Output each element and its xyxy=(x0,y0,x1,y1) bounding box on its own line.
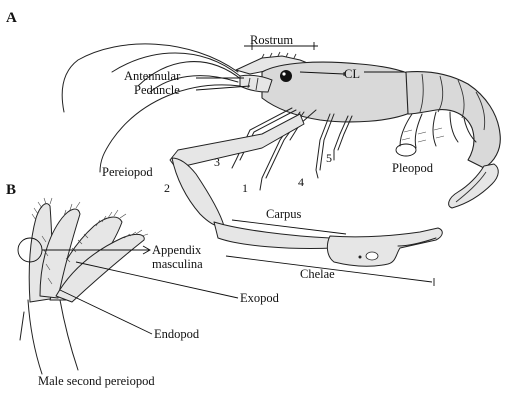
figure-caption-b: Male second pereiopod xyxy=(38,374,155,388)
appendix-label: Appendix xyxy=(152,243,202,257)
endopod-label: Endopod xyxy=(154,327,200,341)
carpus-shape xyxy=(214,222,334,249)
leg-number-2: 2 xyxy=(164,181,170,195)
rostrum-label: Rostrum xyxy=(250,33,293,47)
masculina-label: masculina xyxy=(152,257,203,271)
eye-shape xyxy=(280,70,292,82)
panel-letter-b: B xyxy=(6,182,16,198)
pleopod-label: Pleopod xyxy=(392,161,434,175)
leg-number-4: 4 xyxy=(298,175,304,189)
pereiopod-label: Pereiopod xyxy=(102,165,153,179)
chelae-label: Chelae xyxy=(300,267,335,281)
cl-label: CL xyxy=(344,67,360,81)
peduncle-label: Peduncle xyxy=(134,83,180,97)
exopod-label: Exopod xyxy=(240,291,280,305)
antennular-label: Antennular xyxy=(124,69,181,83)
panel-letter-a: A xyxy=(6,10,17,26)
leg-number-1: 1 xyxy=(242,181,248,195)
male-pereiopod-drawing xyxy=(18,198,148,374)
carpus-label: Carpus xyxy=(266,207,302,221)
leg-number-5: 5 xyxy=(326,151,332,165)
leg-number-3: 3 xyxy=(214,155,220,169)
